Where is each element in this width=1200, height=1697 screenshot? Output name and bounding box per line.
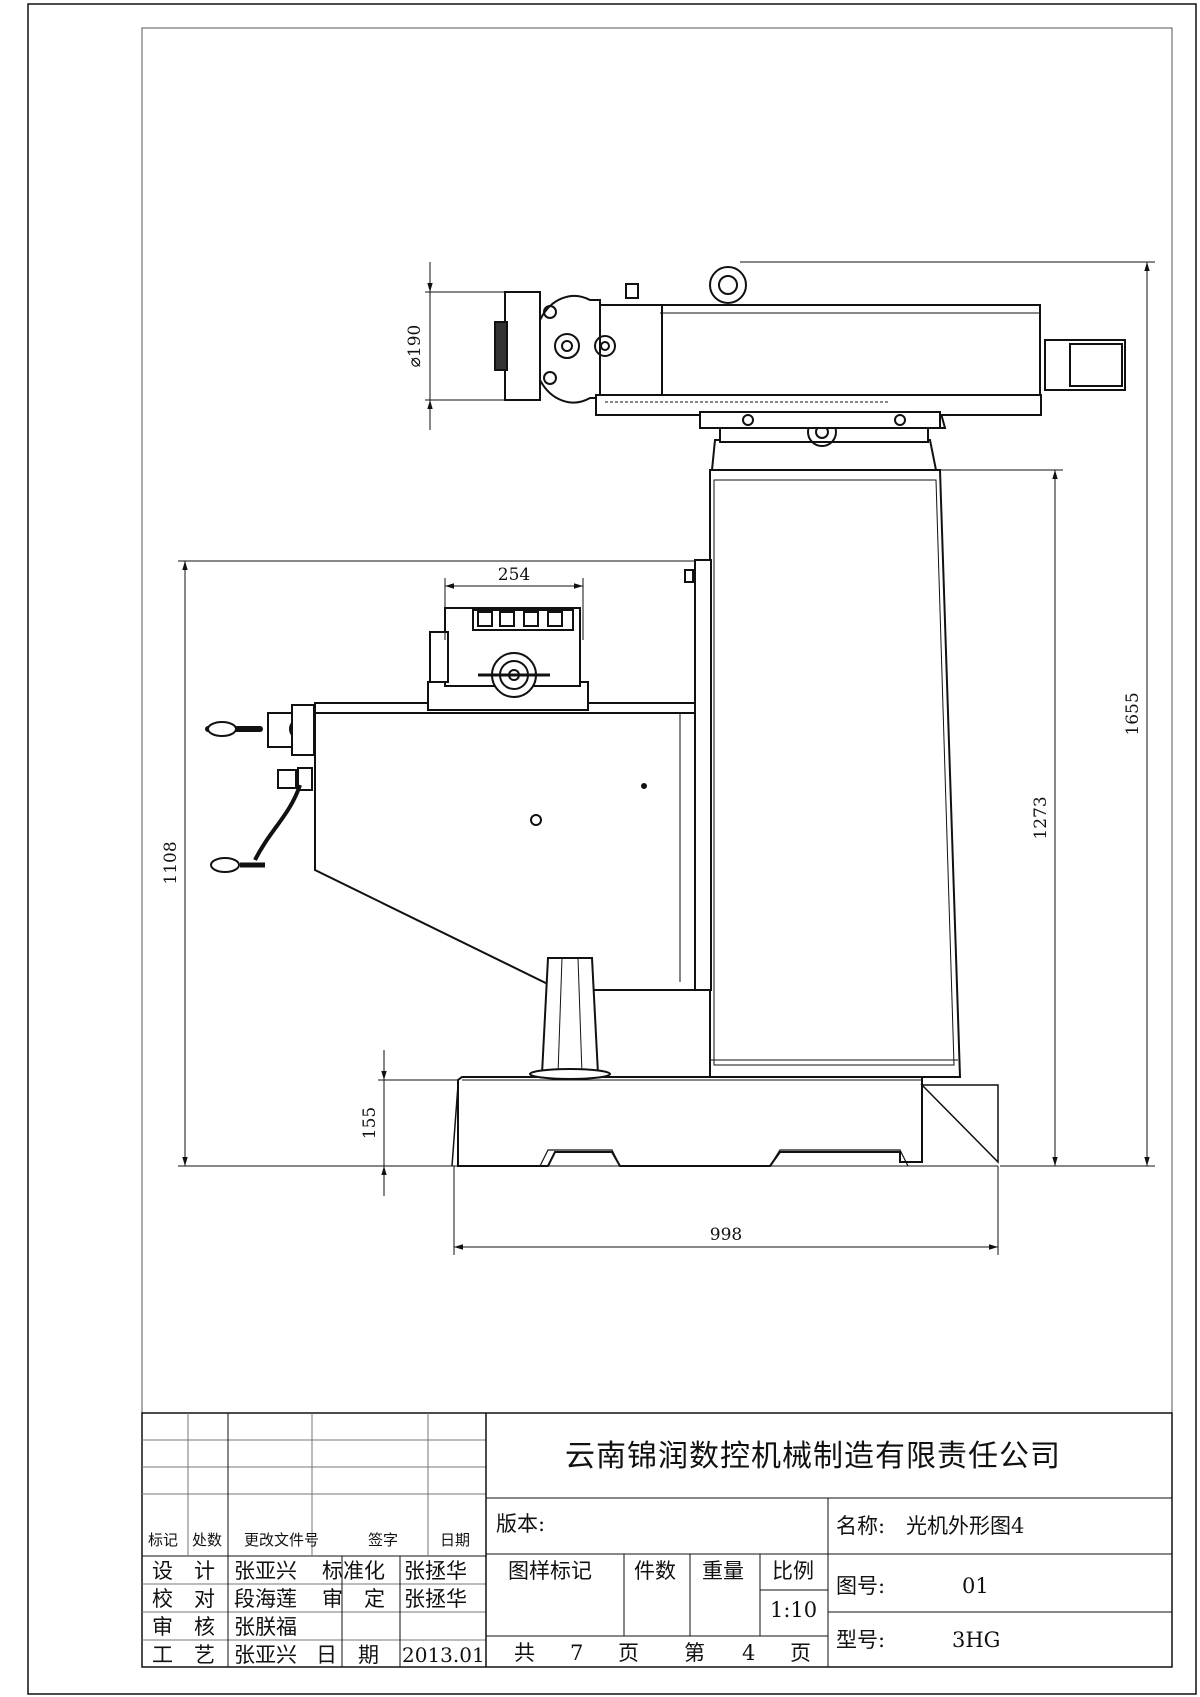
version-label: 版本: — [496, 1512, 546, 1536]
scale-header: 比例 — [772, 1559, 814, 1583]
machine-outline — [205, 266, 1126, 1167]
name-value: 光机外形图4 — [906, 1514, 1025, 1538]
design-name: 张亚兴 — [234, 1559, 297, 1583]
dim-190: ⌀190 — [405, 325, 425, 368]
approve-label: 审 定 — [322, 1587, 385, 1611]
review-name: 张朕福 — [234, 1615, 297, 1639]
outer-border — [27, 3, 1197, 1695]
drawing-no-label: 图号: — [836, 1574, 886, 1598]
dim-1108: 1108 — [161, 841, 181, 884]
dim-254: 254 — [498, 565, 530, 585]
process-name: 张亚兴 — [234, 1643, 297, 1667]
dim-998: 998 — [710, 1225, 742, 1245]
rev-header-count: 处数 — [192, 1531, 223, 1549]
drawing-no-value: 01 — [962, 1574, 989, 1598]
total-page-word: 页 — [618, 1641, 639, 1665]
approve-name: 张拯华 — [404, 1587, 467, 1611]
company-name: 云南锦润数控机械制造有限责任公司 — [565, 1439, 1061, 1474]
model-label: 型号: — [836, 1628, 886, 1652]
qty-header: 件数 — [634, 1559, 676, 1583]
sheet-page-word: 页 — [790, 1641, 811, 1665]
mark-header: 图样标记 — [508, 1559, 592, 1583]
rev-header-date: 日期 — [440, 1531, 471, 1549]
check-label: 校 对 — [152, 1587, 215, 1611]
check-name: 段海莲 — [234, 1587, 297, 1611]
process-label: 工 艺 — [152, 1643, 215, 1667]
rev-header-docno: 更改文件号 — [244, 1531, 320, 1549]
model-value: 3HG — [952, 1628, 1001, 1652]
dim-1273: 1273 — [1031, 796, 1051, 839]
dim-1655: 1655 — [1123, 692, 1143, 735]
date-label: 日 期 — [316, 1643, 379, 1667]
total-value: 7 — [570, 1641, 584, 1665]
rev-header-mark: 标记 — [148, 1531, 179, 1549]
sheet-value: 4 — [742, 1641, 756, 1665]
date-value: 2013.01 — [402, 1643, 485, 1667]
dim-155: 155 — [360, 1107, 380, 1139]
sheet-label: 第 — [684, 1641, 705, 1665]
weight-header: 重量 — [702, 1559, 744, 1583]
dimension-labels: ⌀190 254 1655 1273 1108 155 998 — [161, 325, 1143, 1245]
standard-label: 标准化 — [322, 1559, 385, 1583]
scale-value: 1:10 — [770, 1598, 818, 1622]
title-block-grid — [141, 1412, 1173, 1668]
review-label: 审 核 — [152, 1615, 215, 1639]
total-label: 共 — [514, 1641, 535, 1665]
rev-header-sign: 签字 — [368, 1531, 399, 1549]
name-label: 名称: — [836, 1514, 886, 1538]
design-label: 设 计 — [152, 1559, 215, 1583]
dimension-lines — [178, 261, 1155, 1255]
standard-name: 张拯华 — [404, 1559, 467, 1583]
